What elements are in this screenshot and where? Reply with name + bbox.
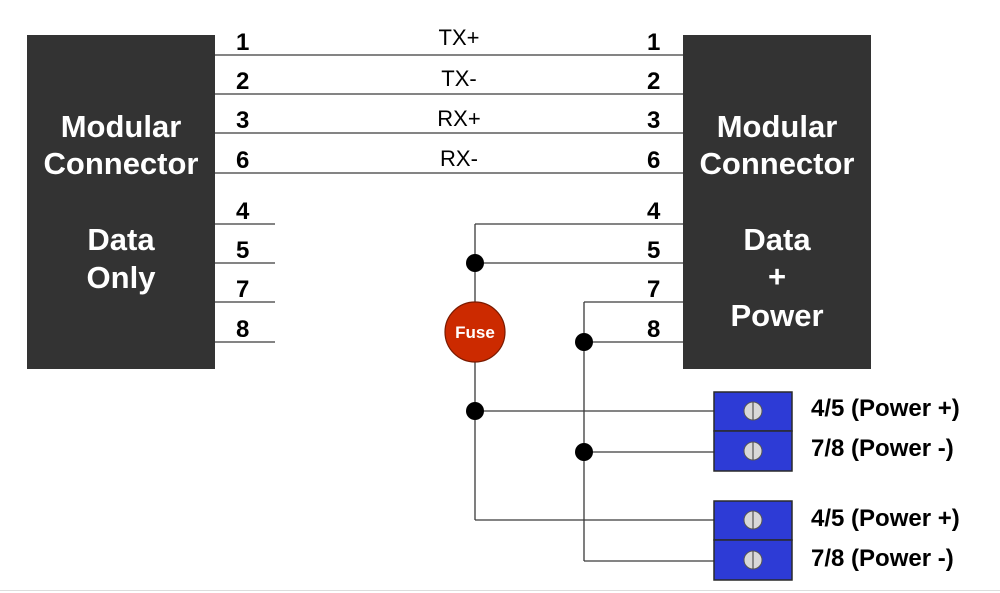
left-pin-7: 7 (236, 276, 249, 303)
right-pin-3: 3 (647, 107, 660, 134)
right-pin-1: 1 (647, 29, 660, 56)
terminal-block-2-minus-label: 7/8 (Power -) (811, 545, 954, 572)
left-pin-2: 2 (236, 68, 249, 95)
signal-label-rx-plus: RX+ (437, 106, 480, 131)
left-pin-8: 8 (236, 316, 249, 343)
left-pin-1: 1 (236, 29, 249, 56)
left-pin-6: 6 (236, 147, 249, 174)
right-pin-7: 7 (647, 276, 660, 303)
right-pin-numbers: 1 2 3 6 4 5 7 8 (647, 29, 661, 343)
junction-dot-pin8 (575, 333, 593, 351)
data-wires (215, 54, 683, 174)
signal-label-rx-minus: RX- (440, 146, 478, 171)
junction-dot-pin5 (466, 254, 484, 272)
right-modular-connector: Modular Connector Data + Power (683, 35, 871, 369)
terminal-block-1: 4/5 (Power +) 7/8 (Power -) (713, 391, 960, 472)
terminal-block-2-plus-label: 4/5 (Power +) (811, 505, 960, 532)
right-pin-6: 6 (647, 147, 660, 174)
left-connector-sub-line1: Data (87, 222, 155, 257)
left-connector-title-line2: Connector (44, 146, 199, 181)
junction-dot-negative (575, 443, 593, 461)
left-power-pin-stubs (215, 223, 275, 343)
power-positive-wiring (474, 223, 714, 521)
fuse-label: Fuse (455, 323, 495, 342)
fuse-circle (444, 301, 506, 363)
left-connector-body (27, 35, 215, 369)
junction-dots (466, 254, 593, 461)
left-modular-connector: Modular Connector Data Only (27, 35, 215, 369)
terminal-block-1-minus-label: 7/8 (Power -) (811, 435, 954, 462)
left-pin-4: 4 (236, 198, 250, 225)
right-pin-5: 5 (647, 237, 660, 264)
left-pin-numbers: 1 2 3 6 4 5 7 8 (236, 29, 250, 343)
terminal-block-1-plus-label: 4/5 (Power +) (811, 395, 960, 422)
terminal-block-2: 4/5 (Power +) 7/8 (Power -) (713, 500, 960, 581)
power-negative-wiring (583, 301, 714, 562)
left-connector-sub-line2: Only (87, 260, 157, 295)
right-connector-sub-line3: Power (730, 298, 823, 333)
right-connector-title-line1: Modular (717, 109, 838, 144)
right-pin-2: 2 (647, 68, 660, 95)
right-pin-8: 8 (647, 316, 660, 343)
left-connector-title-line1: Modular (61, 109, 182, 144)
signal-label-tx-plus: TX+ (439, 25, 480, 50)
right-connector-sub-line2: + (768, 259, 786, 294)
fuse: Fuse (444, 301, 506, 363)
left-pin-5: 5 (236, 237, 249, 264)
signal-label-tx-minus: TX- (441, 66, 476, 91)
left-pin-3: 3 (236, 107, 249, 134)
right-connector-title-line2: Connector (700, 146, 855, 181)
right-pin-4: 4 (647, 198, 661, 225)
bottom-divider (0, 590, 1000, 591)
right-connector-sub-line1: Data (743, 222, 811, 257)
signal-labels: TX+ TX- RX+ RX- (437, 25, 480, 171)
junction-dot-positive (466, 402, 484, 420)
right-connector-body (683, 35, 871, 369)
